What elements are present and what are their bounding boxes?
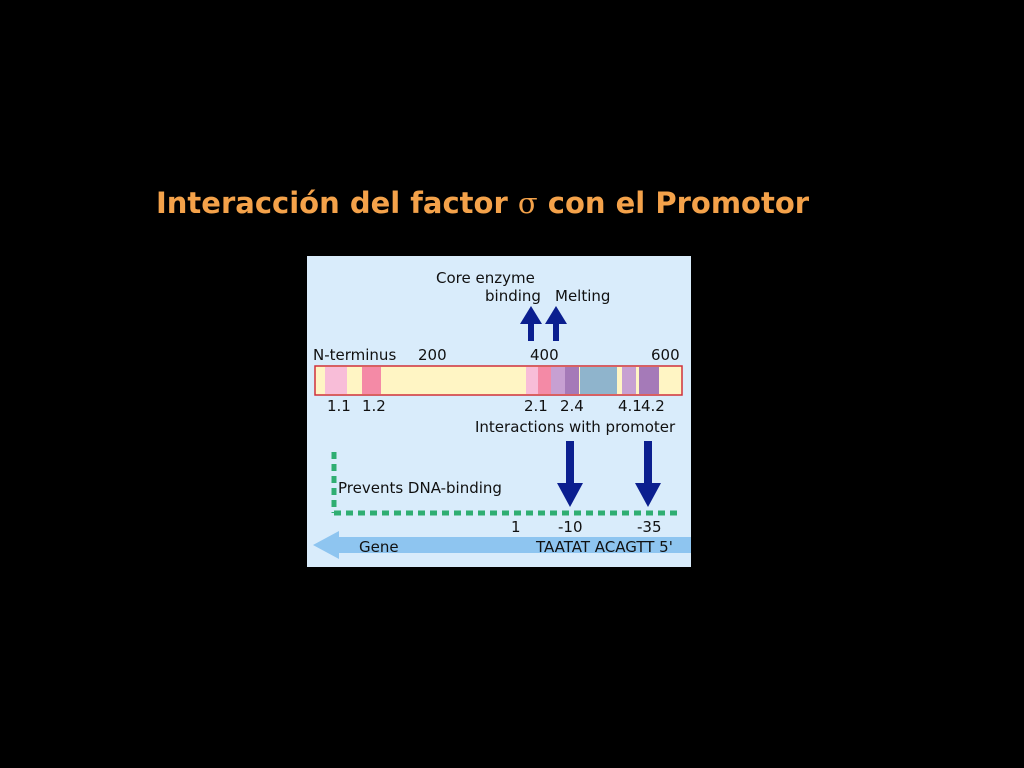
sigma-factor-diagram: Core enzyme binding Melting N-terminus 2… <box>307 256 691 567</box>
region-2-2 <box>538 367 551 394</box>
region-3 <box>580 367 617 394</box>
scale-600-label: 600 <box>651 346 680 364</box>
core-enzyme-label: Core enzyme <box>436 269 535 287</box>
sigma-protein-bar <box>314 365 683 396</box>
gene-label: Gene <box>359 538 399 556</box>
melting-up-arrow-icon <box>545 306 567 341</box>
binding-label: binding <box>485 287 541 305</box>
promoter-sequence-label: TAATAT ACAGTT 5' <box>535 538 673 556</box>
region-2-1-label: 2.1 <box>524 397 548 415</box>
n-terminus-label: N-terminus <box>313 346 396 364</box>
melting-label: Melting <box>555 287 610 305</box>
region-1-1-label: 1.1 <box>327 397 351 415</box>
region-1-1 <box>325 367 347 394</box>
diagram-canvas: Core enzyme binding Melting N-terminus 2… <box>313 269 691 559</box>
region-4-2-label: 4.2 <box>641 397 665 415</box>
title-suffix: con el Promotor <box>547 186 810 220</box>
region-1-2-label: 1.2 <box>362 397 386 415</box>
region-2-4 <box>565 367 579 394</box>
region-2-1 <box>526 367 538 394</box>
prevents-dna-binding-bracket <box>331 452 679 516</box>
region-2-4-label: 2.4 <box>560 397 584 415</box>
interactions-with-promoter-label: Interactions with promoter <box>475 418 676 436</box>
scale-200-label: 200 <box>418 346 447 364</box>
title-prefix: Interacción del factor <box>156 186 508 220</box>
position-minus-10-label: -10 <box>558 518 583 536</box>
region-2-3 <box>551 367 565 394</box>
sigma-symbol: σ <box>517 186 538 220</box>
gene-left-arrow-icon <box>313 531 691 559</box>
minus-10-down-arrow-icon <box>557 441 583 507</box>
core-binding-up-arrow-icon <box>520 306 542 341</box>
region-4-1 <box>622 367 636 394</box>
region-4-2 <box>639 367 659 394</box>
region-1-2 <box>362 367 381 394</box>
position-minus-35-label: -35 <box>637 518 662 536</box>
slide-title: Interacción del factor σ con el Promotor <box>156 186 809 220</box>
region-4-1-label: 4.1 <box>618 397 642 415</box>
scale-400-label: 400 <box>530 346 559 364</box>
prevents-dna-binding-label: Prevents DNA-binding <box>338 479 502 497</box>
minus-35-down-arrow-icon <box>635 441 661 507</box>
position-1-label: 1 <box>511 518 521 536</box>
